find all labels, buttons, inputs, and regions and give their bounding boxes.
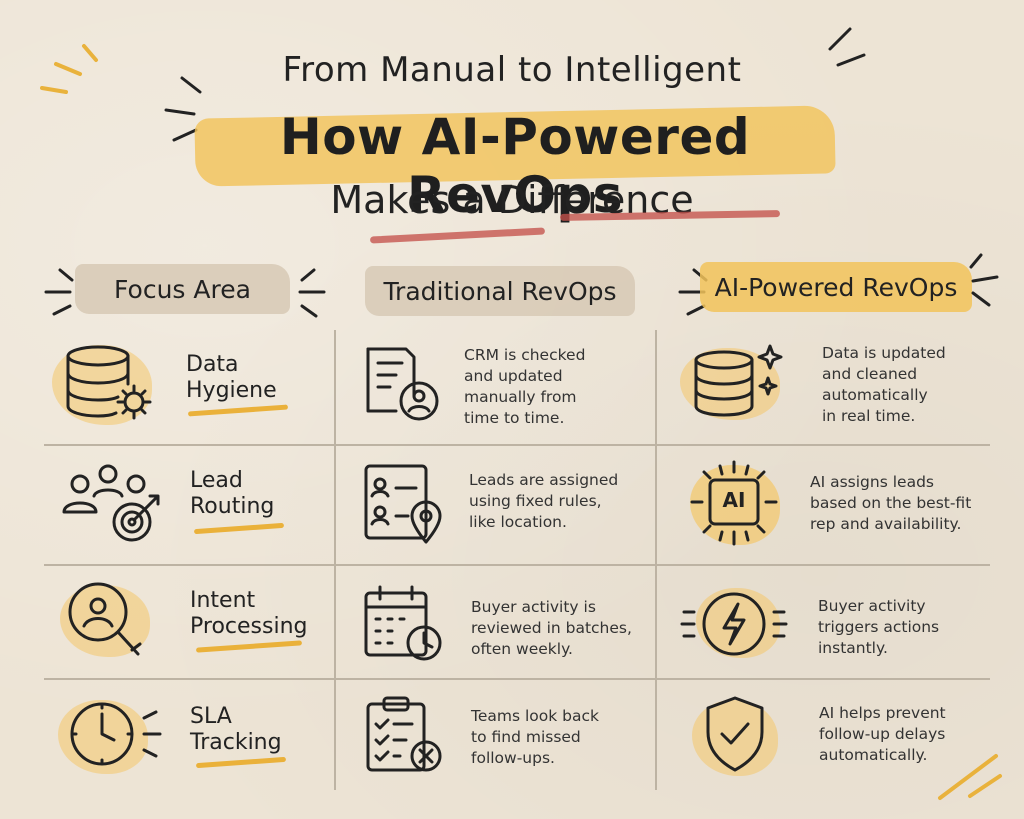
traditional-desc-row2: Leads are assigned using fixed rules, li…	[469, 471, 619, 531]
decorative-burst-yellow	[40, 44, 98, 94]
magnifier-user-icon	[68, 582, 142, 656]
people-target-icon	[62, 464, 160, 542]
grid-hline-1	[44, 444, 990, 446]
grid-hline-2	[44, 564, 990, 566]
header-traditional-label: Traditional RevOps	[383, 276, 617, 306]
header-ai-label: AI-Powered RevOps	[714, 272, 958, 302]
focus-label-row2: Lead Routing	[190, 468, 275, 519]
ai-desc-row3: Buyer activity triggers actions instantl…	[818, 597, 940, 657]
calendar-clock-icon	[364, 585, 442, 661]
header-traditional: Traditional RevOps	[365, 266, 635, 316]
focus-label-row1: Data Hygiene	[186, 352, 277, 403]
title-line-3: Makes a Difference	[330, 178, 694, 222]
header-focus-highlight	[75, 264, 290, 314]
database-sparkle-icon	[694, 344, 783, 417]
shield-check-icon	[706, 696, 764, 772]
lightning-icon	[680, 592, 788, 656]
ai-chip-icon	[690, 460, 778, 546]
title-line-1: From Manual to Intelligent	[282, 50, 742, 90]
ai-desc-row1: Data is updated and cleaned automaticall…	[822, 344, 946, 425]
focus-label-row3: Intent Processing	[190, 588, 308, 639]
decorative-burst-left	[164, 76, 202, 142]
checklist-x-icon	[366, 696, 442, 772]
title-line-2-wrap: How AI-Powered RevOps	[194, 100, 836, 224]
grid-hline-3	[44, 678, 990, 680]
header-burst-focus-right	[298, 268, 326, 318]
header-traditional-highlight	[365, 266, 635, 316]
traditional-desc-row4: Teams look back to find missed follow-up…	[471, 707, 599, 767]
traditional-desc-row1: CRM is checked and updated manually from…	[464, 346, 586, 427]
header-burst-ai-right	[969, 253, 999, 307]
header-focus-label: Focus Area	[114, 274, 251, 304]
ai-chip-label: AI	[722, 488, 746, 512]
traditional-desc-row3: Buyer activity is reviewed in batches, o…	[471, 598, 632, 658]
list-location-icon	[364, 464, 442, 544]
grid-vline-1	[334, 330, 336, 790]
ai-desc-row2: AI assigns leads based on the best-fit r…	[810, 473, 972, 533]
focus-label-row4: SLA Tracking	[190, 704, 282, 755]
database-gear-icon	[66, 345, 152, 420]
header-focus-area: Focus Area	[75, 264, 290, 314]
grid-vline-2	[655, 330, 657, 790]
header-ai-highlight	[700, 262, 972, 312]
document-user-icon	[366, 347, 439, 421]
header-burst-focus-left	[44, 268, 74, 316]
decorative-burst-bottom-right	[938, 754, 1002, 800]
title-line-2: How AI-Powered RevOps	[279, 108, 751, 224]
decorative-burst-right	[828, 27, 866, 67]
ai-desc-row4: AI helps prevent follow-up delays automa…	[819, 704, 946, 764]
clock-icon	[70, 702, 162, 766]
header-ai-powered: AI-Powered RevOps	[700, 262, 972, 312]
blob-row3-ai	[696, 588, 780, 658]
